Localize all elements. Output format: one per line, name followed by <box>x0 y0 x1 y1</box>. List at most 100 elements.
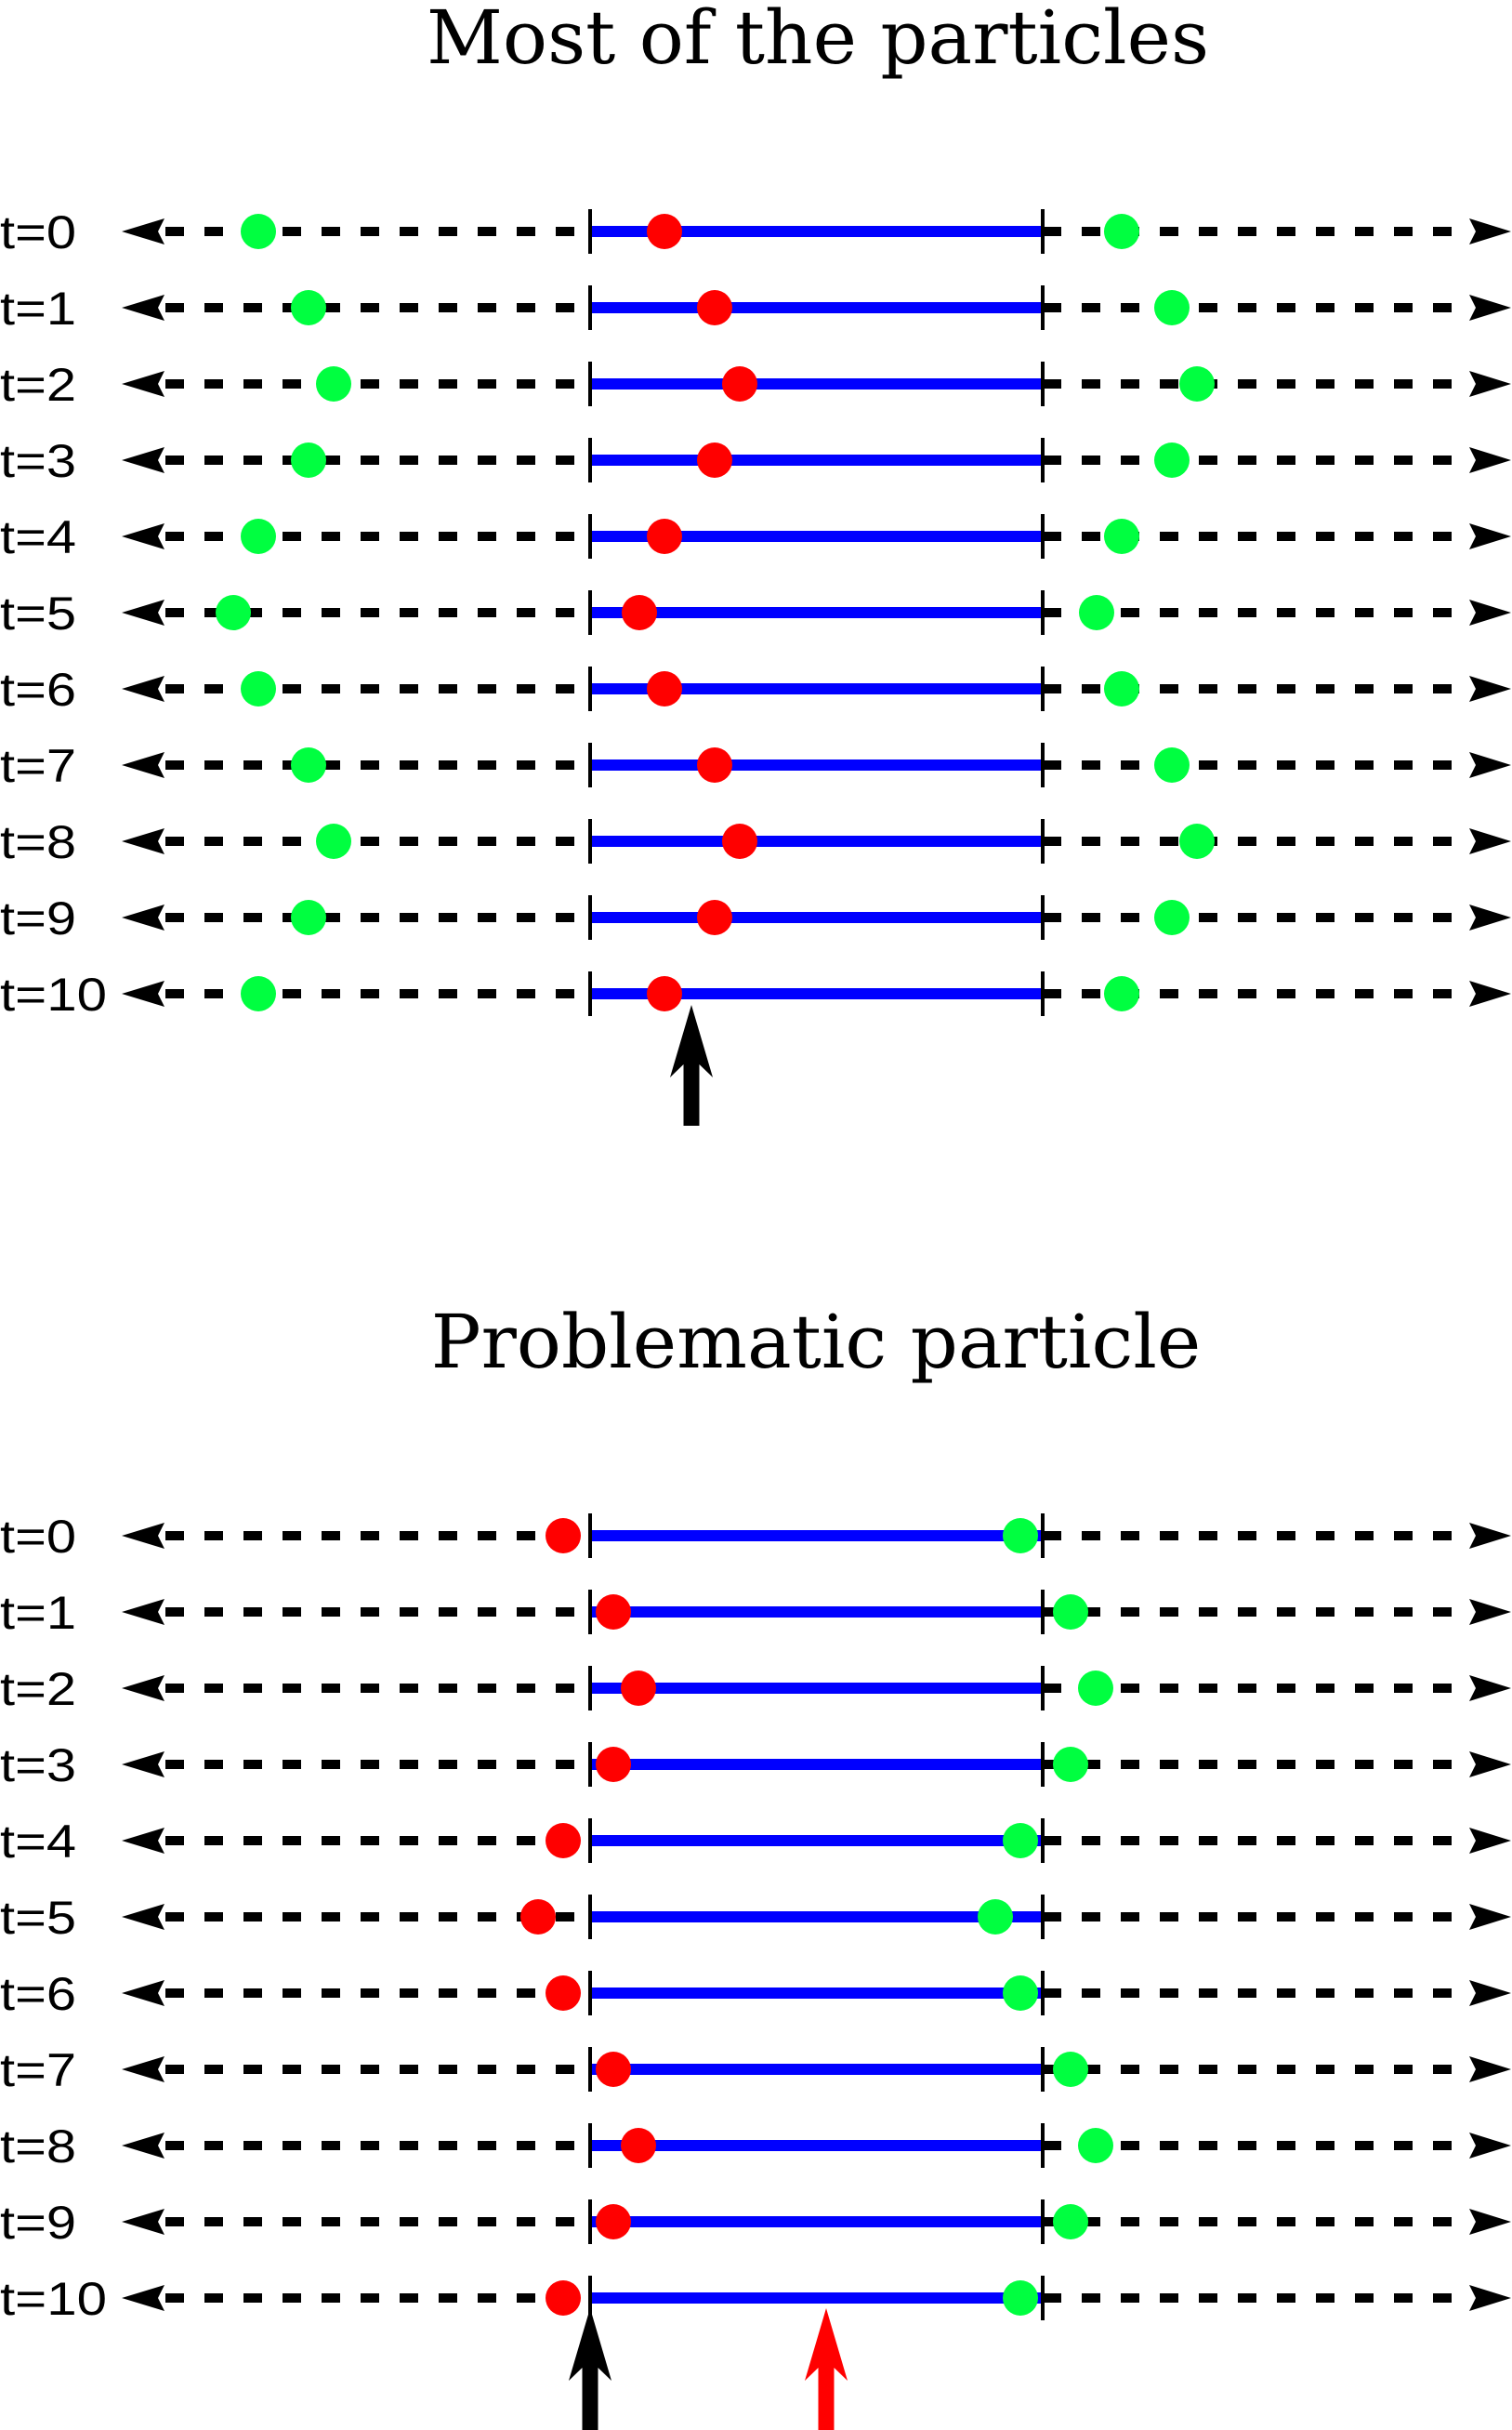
timestep-row: t=2 <box>0 1663 1511 1715</box>
particle <box>596 2052 631 2087</box>
arrow-left-icon <box>122 828 164 854</box>
timestep-label: t=0 <box>0 206 76 258</box>
periodic-image-left <box>241 519 276 554</box>
periodic-image-left <box>291 290 326 325</box>
timestep-row: t=3 <box>0 435 1511 487</box>
arrow-left-icon <box>122 1751 164 1777</box>
arrow-right-icon <box>1469 981 1511 1007</box>
arrow-right-icon <box>1469 905 1511 931</box>
particle <box>647 976 682 1011</box>
arrow-right-icon <box>1469 1599 1511 1625</box>
periodic-image-left <box>241 671 276 707</box>
timestep-label: t=4 <box>0 511 76 563</box>
arrow-left-icon <box>122 2056 164 2082</box>
arrow-left-icon <box>122 1980 164 2006</box>
timestep-row: t=4 <box>0 1816 1511 1868</box>
periodic-image-left <box>291 747 326 783</box>
arrow-left-icon <box>122 981 164 1007</box>
arrow-right-icon <box>1469 2133 1511 2159</box>
particle <box>697 290 732 325</box>
particle <box>722 366 757 402</box>
arrow-left-icon <box>122 1523 164 1549</box>
timestep-rows: t=0t=1t=2t=3t=4t=5t=6t=7t=8t=9t=10 <box>0 1511 1511 2325</box>
particle <box>546 1518 581 1553</box>
arrow-left-icon <box>122 1904 164 1930</box>
timestep-label: t=4 <box>0 1816 76 1868</box>
particle <box>546 2280 581 2316</box>
arrow-left-icon <box>122 2285 164 2311</box>
timestep-label: t=7 <box>0 740 76 792</box>
periodic-image-right <box>1154 900 1190 935</box>
timestep-row: t=5 <box>0 588 1511 640</box>
panel-problematic-particle: Problematic particle t=0 t=1 t=2 t=3 t=4 t=5 t… <box>0 1299 1511 2430</box>
panel-title: Most of the particles <box>427 0 1209 81</box>
particle <box>647 214 682 249</box>
timestep-row: t=0 <box>0 1511 1511 1563</box>
particle <box>647 671 682 707</box>
periodic-image-left <box>216 595 251 630</box>
timestep-label: t=1 <box>0 283 76 335</box>
timestep-row: t=1 <box>0 283 1511 335</box>
particle <box>596 1594 631 1630</box>
arrow-left-icon <box>122 371 164 397</box>
arrow-right-icon <box>1469 447 1511 473</box>
arrow-markers <box>569 2308 848 2430</box>
arrow-right-icon <box>1469 371 1511 397</box>
periodic-image-right <box>1078 1671 1113 1706</box>
periodic-image-right <box>978 1899 1013 1935</box>
periodic-image-right <box>1003 2280 1038 2316</box>
arrow-right-icon <box>1469 752 1511 778</box>
particle <box>697 900 732 935</box>
periodic-image-right <box>1078 2128 1113 2163</box>
periodic-image-left <box>316 824 351 859</box>
arrow-right-icon <box>1469 2056 1511 2082</box>
timestep-label: t=2 <box>0 1663 76 1715</box>
arrow-left-icon <box>122 676 164 702</box>
timestep-label: t=2 <box>0 359 76 411</box>
wrapped-average-arrow-icon <box>569 2308 611 2430</box>
arrow-right-icon <box>1469 600 1511 626</box>
timestep-row: t=1 <box>0 1587 1511 1639</box>
timestep-label: t=1 <box>0 1587 76 1639</box>
timestep-label: t=3 <box>0 1739 76 1791</box>
periodic-image-right <box>1003 1823 1038 1858</box>
timestep-label: t=9 <box>0 2197 76 2249</box>
arrow-right-icon <box>1469 2285 1511 2311</box>
arrow-right-icon <box>1469 295 1511 321</box>
periodic-image-left <box>316 366 351 402</box>
arrow-left-icon <box>122 905 164 931</box>
timestep-label: t=10 <box>0 969 107 1021</box>
timestep-row: t=10 <box>0 969 1511 1021</box>
periodic-image-left <box>241 214 276 249</box>
true-average-arrow-icon <box>805 2308 848 2430</box>
periodic-image-right <box>1079 595 1114 630</box>
particle <box>546 1823 581 1858</box>
timestep-row: t=8 <box>0 816 1511 868</box>
periodic-image-right <box>1154 442 1190 478</box>
timestep-row: t=10 <box>0 2273 1511 2325</box>
particle <box>546 1975 581 2011</box>
arrow-left-icon <box>122 2133 164 2159</box>
timestep-row: t=7 <box>0 740 1511 792</box>
arrow-left-icon <box>122 1599 164 1625</box>
periodic-image-right <box>1179 824 1215 859</box>
timestep-label: t=10 <box>0 2273 107 2325</box>
periodic-image-right <box>1104 214 1139 249</box>
particle <box>697 442 732 478</box>
periodic-image-right <box>1053 2204 1088 2239</box>
timestep-label: t=6 <box>0 1968 76 2020</box>
periodic-image-right <box>1053 1747 1088 1782</box>
arrow-left-icon <box>122 447 164 473</box>
particle <box>697 747 732 783</box>
timestep-row: t=7 <box>0 2044 1511 2096</box>
arrow-right-icon <box>1469 1523 1511 1549</box>
arrow-right-icon <box>1469 1980 1511 2006</box>
panel-title: Problematic particle <box>431 1299 1202 1385</box>
periodic-image-right <box>1104 519 1139 554</box>
arrow-markers <box>670 1005 713 1126</box>
timestep-label: t=0 <box>0 1511 76 1563</box>
timestep-rows: t=0t=1t=2t=3t=4t=5t=6t=7t=8t=9t=10 <box>0 206 1511 1021</box>
periodic-image-right <box>1053 2052 1088 2087</box>
arrow-right-icon <box>1469 218 1511 244</box>
timestep-row: t=5 <box>0 1892 1511 1944</box>
